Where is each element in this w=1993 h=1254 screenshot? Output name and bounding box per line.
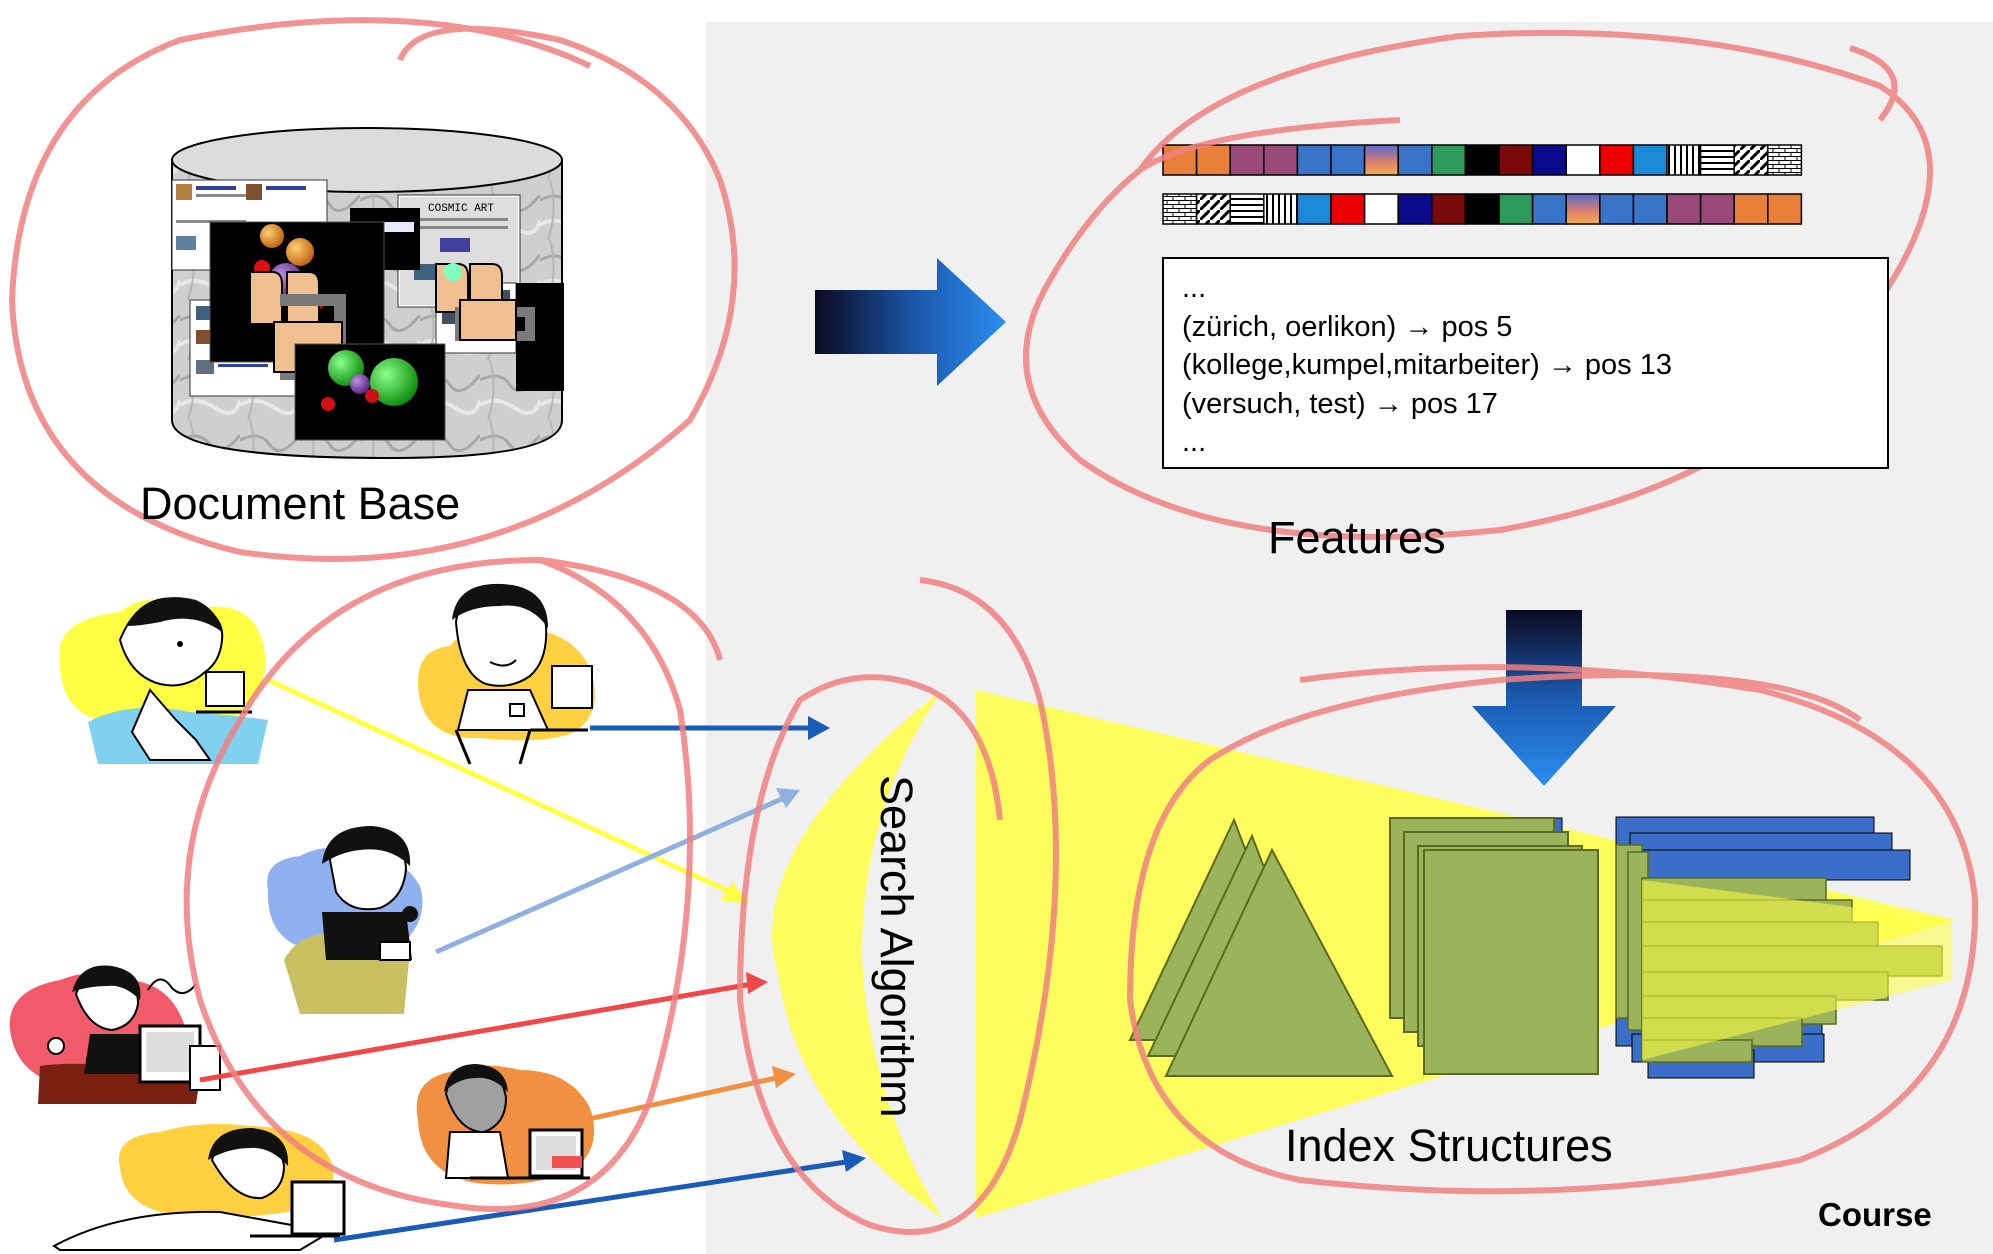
search-algorithm-label: Search Algorithm <box>871 775 922 1118</box>
feature-cell <box>1498 144 1534 176</box>
feature-cell <box>1296 193 1332 225</box>
document-base-label: Document Base <box>140 478 461 529</box>
feature-line: (kollege,kumpel,mitarbeiter) → pos 13 <box>1182 349 1672 381</box>
index-structures-label: Index Structures <box>1285 1120 1613 1171</box>
feature-cell <box>1767 193 1803 225</box>
feature-cell <box>1464 193 1500 225</box>
feature-cell <box>1767 144 1803 176</box>
feature-cell <box>1632 144 1668 176</box>
feature-cell <box>1699 144 1735 176</box>
user-woman-headset <box>267 826 423 1014</box>
feature-cell <box>1363 193 1399 225</box>
feature-line: (versuch, test) → pos 17 <box>1182 387 1498 420</box>
course-label: Course <box>1818 1196 1932 1233</box>
document-base-cylinder: COSMIC ART <box>171 127 564 460</box>
feature-cell <box>1733 144 1769 176</box>
feature-cell <box>1296 144 1332 176</box>
feature-cell <box>1431 193 1467 225</box>
user-girl-laptop <box>52 1124 346 1251</box>
feature-cell <box>1632 193 1668 225</box>
feature-cell <box>1565 144 1601 176</box>
feature-cell <box>1565 193 1601 225</box>
feature-cell <box>1263 193 1299 225</box>
feature-cell <box>1330 193 1366 225</box>
user-man-angry-computer <box>9 965 221 1104</box>
thumbnail-title: COSMIC ART <box>428 203 494 215</box>
query-arrows <box>199 677 866 1243</box>
user-man-coffee <box>418 583 595 765</box>
search-lens <box>771 690 942 1218</box>
feature-cell <box>1599 144 1635 176</box>
annotation-loops <box>8 17 1979 1235</box>
feature-cell <box>1330 144 1366 176</box>
user-boy-computer <box>416 1064 595 1185</box>
feature-cell <box>1397 193 1433 225</box>
feature-cell <box>1699 193 1735 225</box>
down-arrow <box>1472 610 1616 786</box>
feature-cell <box>1229 193 1265 225</box>
feature-cell <box>1464 144 1500 176</box>
feature-cell <box>1162 193 1198 225</box>
feature-cell <box>1363 144 1399 176</box>
user-girl-bed <box>59 597 268 764</box>
feature-cell <box>1397 144 1433 176</box>
feature-bar-top <box>1162 144 1803 176</box>
feature-cell <box>1498 193 1534 225</box>
feature-cell <box>1599 193 1635 225</box>
feature-cell <box>1733 193 1769 225</box>
right-arrow <box>815 258 1006 386</box>
feature-cell <box>1531 144 1567 176</box>
feature-line: ... <box>1182 272 1207 304</box>
index-structures <box>1128 816 1952 1079</box>
feature-cell <box>1229 144 1265 176</box>
feature-cell <box>1195 144 1231 176</box>
feature-bar-bottom <box>1162 193 1803 225</box>
feature-cell <box>1666 144 1702 176</box>
feature-line: (zürich, oerlikon) → pos 5 <box>1182 310 1513 343</box>
feature-list-box: ... (zürich, oerlikon) → pos 5 (kollege,… <box>1162 257 1889 469</box>
feature-cell <box>1195 193 1231 225</box>
feature-cell <box>1263 144 1299 176</box>
feature-cell <box>1531 193 1567 225</box>
feature-cell <box>1666 193 1702 225</box>
feature-line: ... <box>1182 426 1207 458</box>
features-label: Features <box>1268 512 1446 563</box>
feature-cell <box>1431 144 1467 176</box>
